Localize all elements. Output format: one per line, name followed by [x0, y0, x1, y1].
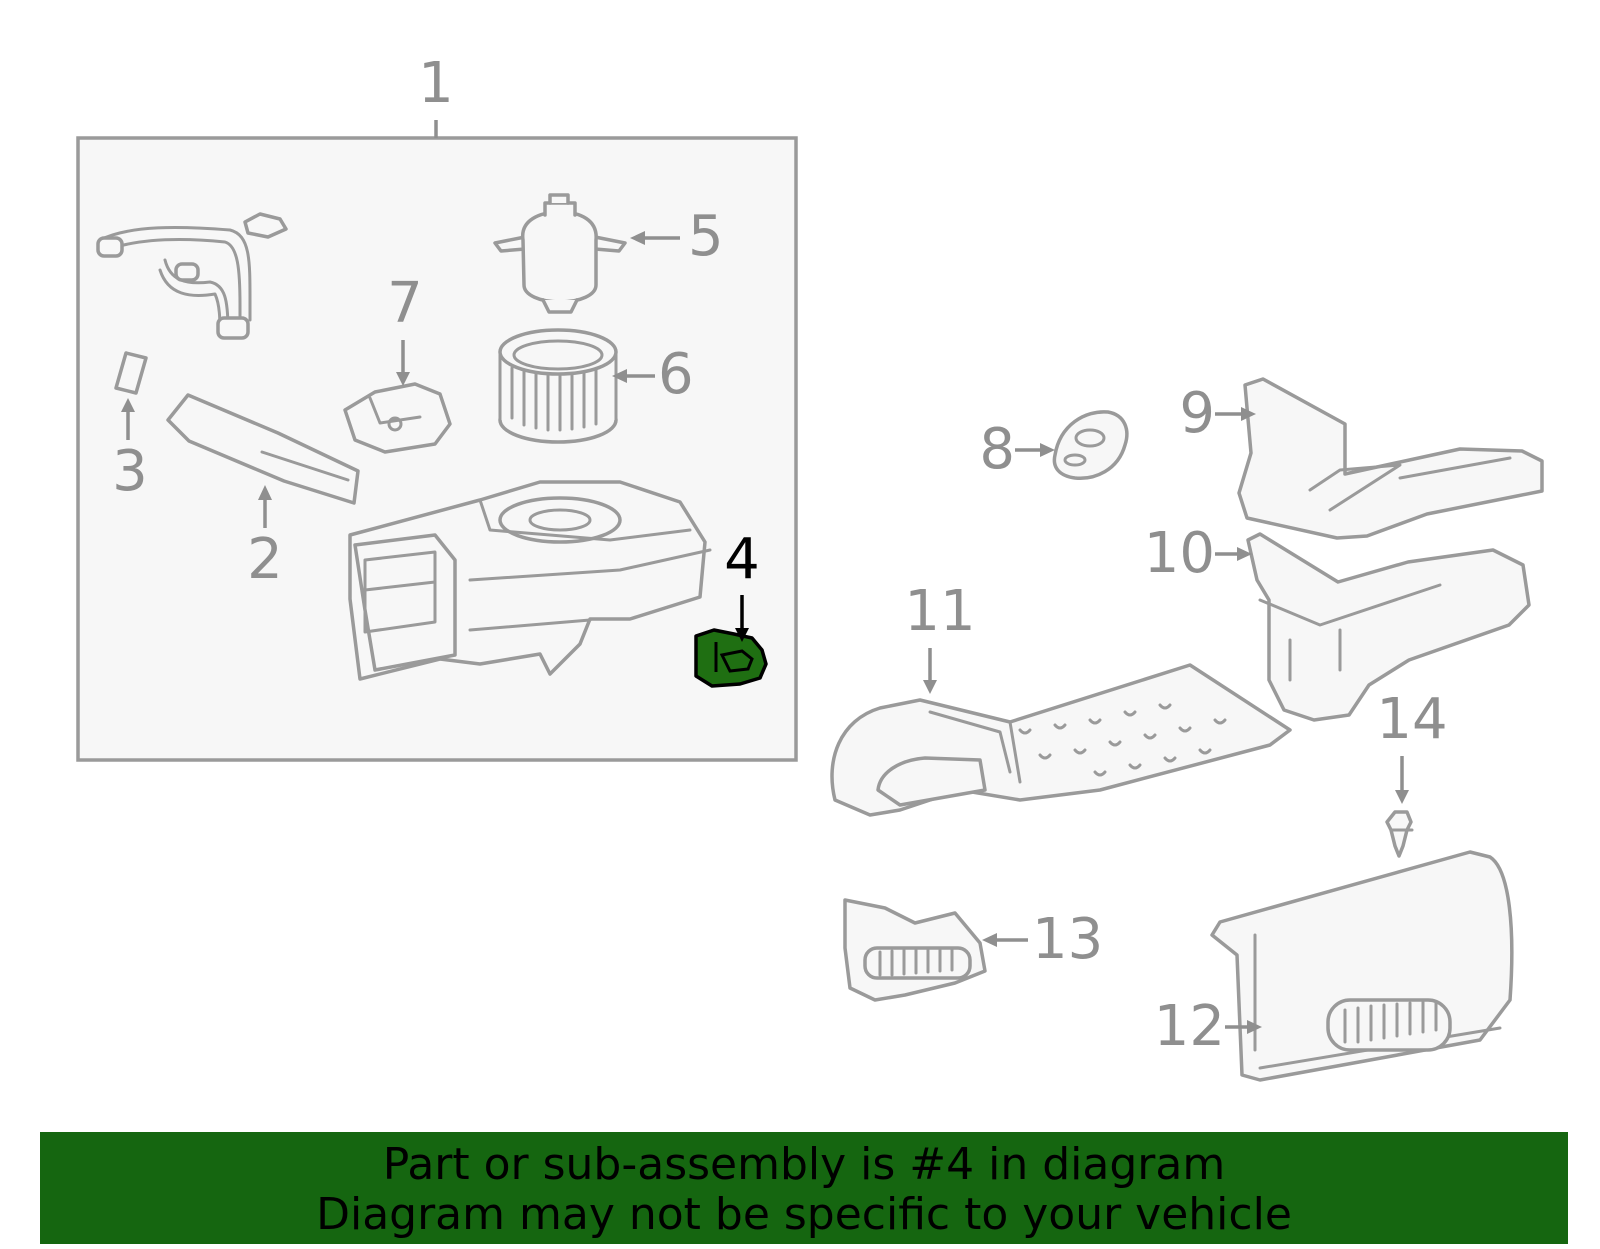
- register-vent-drawing: [843, 898, 987, 1002]
- info-banner: Part or sub-assembly is #4 in diagram Di…: [40, 1132, 1568, 1244]
- duct-piece-drawing: [166, 393, 360, 505]
- callout-3: 3: [112, 439, 148, 504]
- lower-case-drawing: [1246, 532, 1531, 722]
- callout-7: 7: [387, 271, 423, 336]
- callout-1: 1: [418, 51, 454, 116]
- callout-5: 5: [688, 204, 724, 269]
- callout-2: 2: [247, 527, 283, 592]
- wire-harness-drawing: [96, 212, 288, 340]
- callout-4: 4: [724, 527, 760, 592]
- side-panel-drawing: [1210, 850, 1514, 1082]
- callout-9: 9: [1179, 381, 1215, 446]
- upper-duct-drawing: [1237, 377, 1544, 540]
- servo-actuator-drawing: [343, 382, 452, 454]
- callout-14: 14: [1376, 687, 1447, 752]
- callout-layer: 1 2 3 4 5 6 7 8 9 10: [112, 51, 1447, 1059]
- callout-12: 12: [1154, 994, 1225, 1059]
- callout-8: 8: [979, 417, 1015, 482]
- banner-line-1: Part or sub-assembly is #4 in diagram: [382, 1139, 1226, 1190]
- push-clip-drawing: [1385, 810, 1414, 858]
- floor-duct-drawing: [830, 663, 1292, 817]
- callout-6: 6: [658, 342, 694, 407]
- blower-case-drawing: [348, 480, 712, 681]
- blower-motor-drawing: [493, 193, 627, 314]
- banner-line-2: Diagram may not be specific to your vehi…: [316, 1189, 1292, 1240]
- callout-11: 11: [904, 579, 975, 644]
- callout-13: 13: [1032, 907, 1103, 972]
- callout-10: 10: [1144, 521, 1215, 586]
- part-4-highlighted-drawing: [694, 628, 768, 688]
- blower-fan-drawing: [498, 328, 618, 444]
- grommet-drawing: [1052, 410, 1129, 480]
- clip-drawing: [114, 351, 148, 395]
